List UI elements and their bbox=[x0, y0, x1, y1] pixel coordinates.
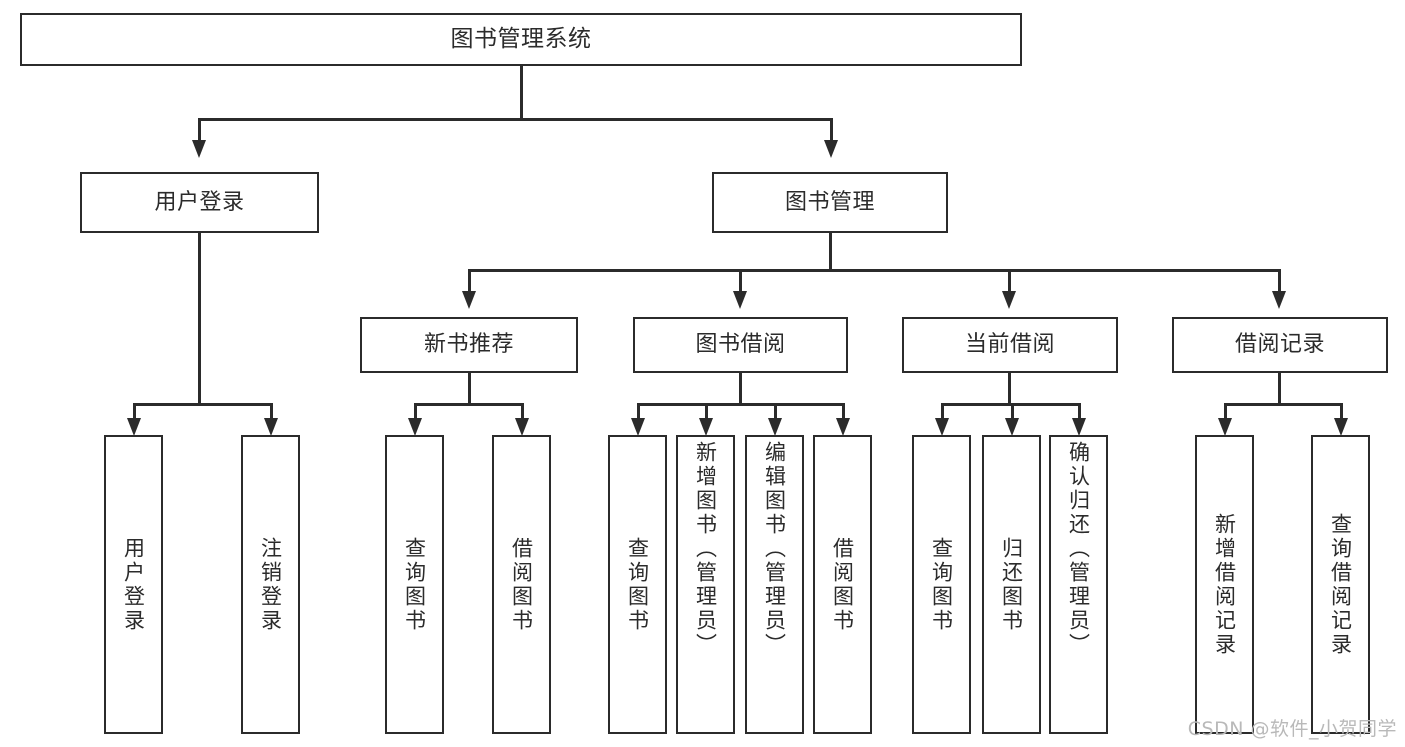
node-label: 查询图书 bbox=[625, 536, 650, 633]
node-label: 注销登录 bbox=[258, 536, 283, 633]
connector-newbook-drop-2 bbox=[521, 403, 524, 421]
node-book-management[interactable]: 图书管理 bbox=[712, 172, 948, 233]
connector-newbook-bar bbox=[414, 403, 524, 406]
node-borrow-records[interactable]: 借阅记录 bbox=[1172, 317, 1388, 373]
arrowhead-newbook-leaf-2 bbox=[515, 418, 529, 436]
leaf-borrow-edit-book-admin[interactable]: 编辑图书（管理员） bbox=[745, 435, 804, 734]
connector-newbook-stem bbox=[468, 373, 471, 405]
leaf-current-query-book[interactable]: 查询图书 bbox=[912, 435, 971, 734]
leaf-borrow-borrow-book[interactable]: 借阅图书 bbox=[813, 435, 872, 734]
node-book-borrow[interactable]: 图书借阅 bbox=[633, 317, 848, 373]
leaf-records-add-record[interactable]: 新增借阅记录 bbox=[1195, 435, 1254, 734]
arrowhead-records-leaf-2 bbox=[1334, 418, 1348, 436]
connector-bm-drop-2 bbox=[739, 269, 742, 293]
leaf-records-query-record[interactable]: 查询借阅记录 bbox=[1311, 435, 1370, 734]
node-label: 新增图书（管理员） bbox=[693, 441, 718, 657]
arrowhead-currentborrow-leaf-3 bbox=[1072, 418, 1086, 436]
node-label: 借阅记录 bbox=[1234, 332, 1325, 358]
connector-user-login-drop-1 bbox=[133, 403, 136, 421]
node-label: 图书借阅 bbox=[695, 332, 786, 358]
arrowhead-to-logout-leaf bbox=[264, 418, 278, 436]
arrowhead-bookborrow-leaf-3 bbox=[768, 418, 782, 436]
connector-root-stem bbox=[520, 66, 523, 119]
arrowhead-bookborrow-leaf-1 bbox=[631, 418, 645, 436]
arrowhead-newbook-leaf-1 bbox=[408, 418, 422, 436]
node-label: 图书管理 bbox=[784, 189, 875, 215]
connector-records-drop-2 bbox=[1340, 403, 1343, 421]
connector-book-management-stem bbox=[829, 233, 832, 271]
node-current-borrow[interactable]: 当前借阅 bbox=[902, 317, 1118, 373]
leaf-current-return-book[interactable]: 归还图书 bbox=[982, 435, 1041, 734]
node-label: 用户登录 bbox=[154, 189, 245, 215]
connector-root-right-drop bbox=[830, 118, 833, 142]
connector-root-left-drop bbox=[198, 118, 201, 142]
node-label: 查询图书 bbox=[402, 536, 427, 633]
node-label: 归还图书 bbox=[999, 536, 1024, 633]
connector-currentborrow-drop-2 bbox=[1011, 403, 1014, 421]
arrowhead-to-user-login-leaf bbox=[127, 418, 141, 436]
connector-user-login-stem bbox=[198, 233, 201, 405]
arrowhead-to-book-borrow bbox=[733, 291, 747, 309]
node-label: 编辑图书（管理员） bbox=[762, 441, 787, 657]
node-label: 当前借阅 bbox=[964, 332, 1055, 358]
connector-currentborrow-bar bbox=[941, 403, 1080, 406]
node-label: 查询借阅记录 bbox=[1328, 512, 1353, 657]
connector-currentborrow-stem bbox=[1008, 373, 1011, 405]
connector-user-login-bar bbox=[133, 403, 270, 406]
leaf-borrow-add-book-admin[interactable]: 新增图书（管理员） bbox=[676, 435, 735, 734]
connector-bm-drop-3 bbox=[1008, 269, 1011, 293]
connector-records-stem bbox=[1278, 373, 1281, 405]
node-label: 用户登录 bbox=[121, 536, 146, 633]
arrowhead-to-new-book-rec bbox=[462, 291, 476, 309]
connector-bm-drop-1 bbox=[468, 269, 471, 293]
leaf-current-confirm-return-admin[interactable]: 确认归还（管理员） bbox=[1049, 435, 1108, 734]
arrowhead-records-leaf-1 bbox=[1218, 418, 1232, 436]
node-new-book-recommend[interactable]: 新书推荐 bbox=[360, 317, 578, 373]
arrowhead-to-borrow-records bbox=[1272, 291, 1286, 309]
connector-root-bar bbox=[198, 118, 832, 121]
arrowhead-currentborrow-leaf-1 bbox=[935, 418, 949, 436]
node-label: 新增借阅记录 bbox=[1212, 512, 1237, 657]
node-user-login[interactable]: 用户登录 bbox=[80, 172, 319, 233]
node-label: 新书推荐 bbox=[423, 332, 514, 358]
arrowhead-bookborrow-leaf-4 bbox=[836, 418, 850, 436]
connector-currentborrow-drop-3 bbox=[1078, 403, 1081, 421]
leaf-logout[interactable]: 注销登录 bbox=[241, 435, 300, 734]
connector-newbook-drop-1 bbox=[414, 403, 417, 421]
arrowhead-to-book-management bbox=[824, 140, 838, 158]
node-label: 图书管理系统 bbox=[450, 26, 592, 53]
leaf-borrow-query-book[interactable]: 查询图书 bbox=[608, 435, 667, 734]
node-label: 确认归还（管理员） bbox=[1066, 441, 1091, 657]
node-label: 查询图书 bbox=[929, 536, 954, 633]
connector-bookborrow-drop-4 bbox=[842, 403, 845, 421]
node-book-management-system[interactable]: 图书管理系统 bbox=[20, 13, 1022, 66]
arrowhead-currentborrow-leaf-2 bbox=[1005, 418, 1019, 436]
connector-user-login-drop-2 bbox=[270, 403, 273, 421]
connector-bookborrow-drop-2 bbox=[705, 403, 708, 421]
watermark: CSDN @软件_小贺同学 bbox=[1187, 718, 1397, 740]
arrowhead-bookborrow-leaf-2 bbox=[699, 418, 713, 436]
connector-currentborrow-drop-1 bbox=[941, 403, 944, 421]
connector-records-bar bbox=[1224, 403, 1342, 406]
leaf-newbook-query-book[interactable]: 查询图书 bbox=[385, 435, 444, 734]
leaf-user-login[interactable]: 用户登录 bbox=[104, 435, 163, 734]
connector-book-management-bar bbox=[468, 269, 1280, 272]
node-label: 借阅图书 bbox=[509, 536, 534, 633]
node-label: 借阅图书 bbox=[830, 536, 855, 633]
connector-bookborrow-drop-1 bbox=[637, 403, 640, 421]
connector-records-drop-1 bbox=[1224, 403, 1227, 421]
leaf-newbook-borrow-book[interactable]: 借阅图书 bbox=[492, 435, 551, 734]
connector-bookborrow-drop-3 bbox=[774, 403, 777, 421]
connector-bookborrow-stem bbox=[739, 373, 742, 405]
connector-bookborrow-bar bbox=[637, 403, 843, 406]
arrowhead-to-current-borrow bbox=[1002, 291, 1016, 309]
arrowhead-to-user-login bbox=[192, 140, 206, 158]
connector-bm-drop-4 bbox=[1278, 269, 1281, 293]
